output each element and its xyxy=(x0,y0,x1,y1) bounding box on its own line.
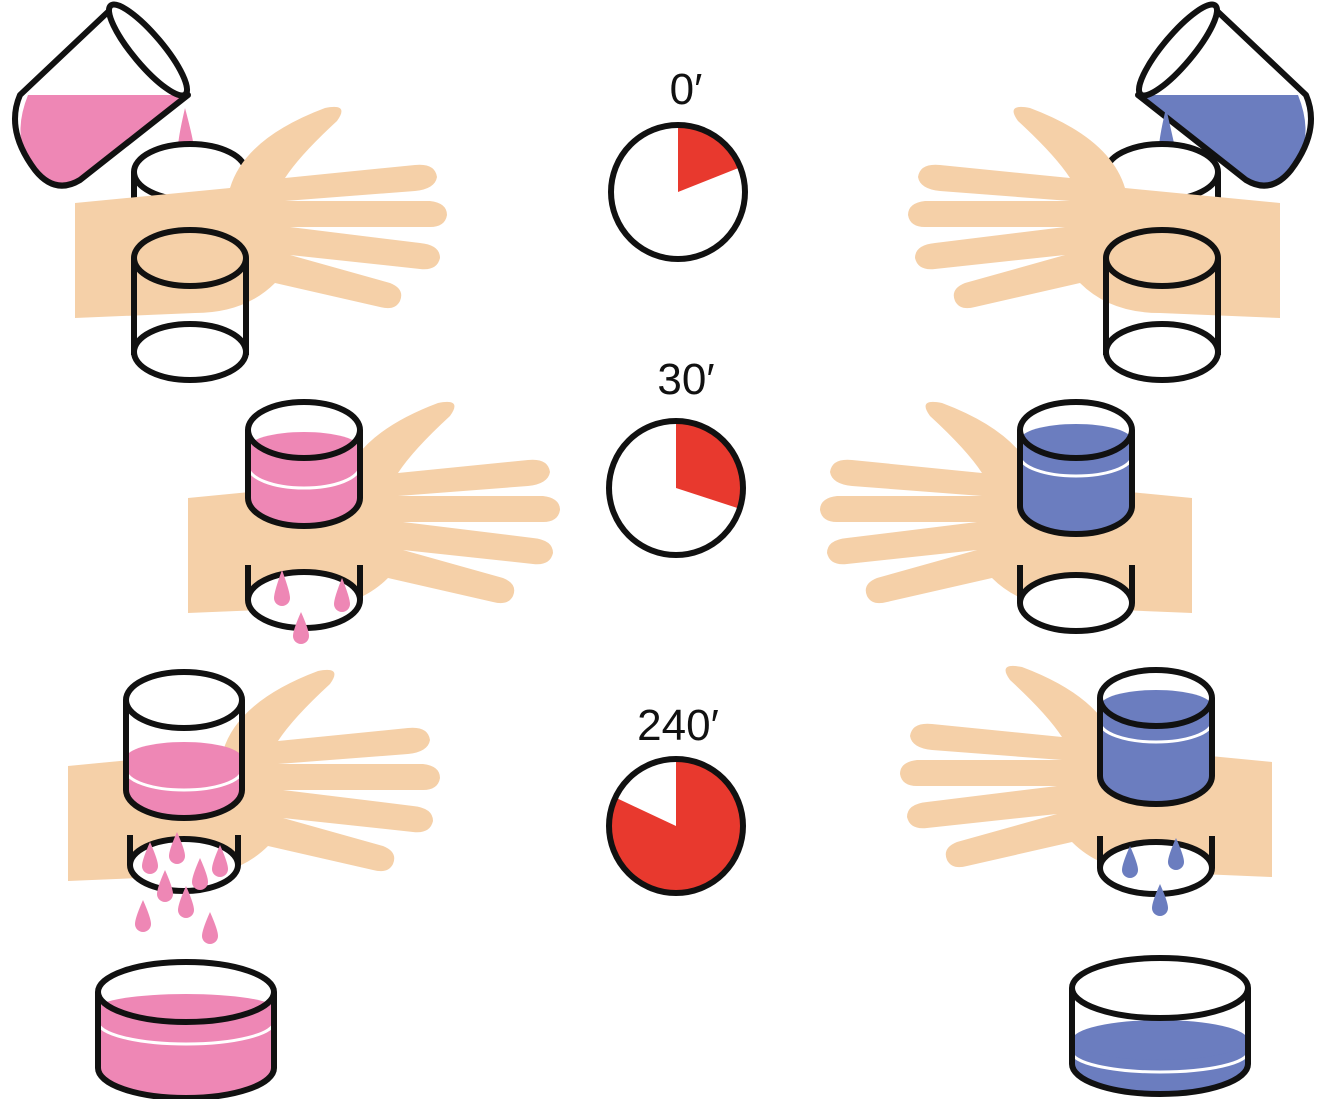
hand-icon xyxy=(900,665,1272,877)
hand-icon xyxy=(820,401,1192,613)
pink-cylinder-chamber-icon xyxy=(245,399,363,631)
droplet-icon xyxy=(192,858,208,890)
timer-label-0: 0′ xyxy=(670,65,703,114)
pink-cylinder-chamber-icon xyxy=(123,669,245,894)
blue-collection-dish-icon xyxy=(1069,955,1251,1097)
timer-icon-0 xyxy=(608,122,748,262)
timer-icon-30 xyxy=(606,418,746,558)
pink-droplets xyxy=(135,832,228,944)
pink-beaker-pouring-icon xyxy=(12,1,191,189)
droplet-icon xyxy=(293,612,309,644)
blue-cylinder-chamber-icon xyxy=(1017,399,1135,634)
droplet-icon xyxy=(169,832,185,864)
droplet-icon xyxy=(1168,838,1184,870)
pink-collection-dish-icon xyxy=(95,959,277,1099)
droplet-icon xyxy=(212,845,228,877)
timer-elapsed-30 xyxy=(676,421,743,509)
blue-beaker-pouring-icon xyxy=(1135,1,1314,189)
blue-droplets xyxy=(1122,838,1184,916)
hand-icon xyxy=(188,401,560,613)
droplet-icon xyxy=(178,886,194,918)
timer-label-30: 30′ xyxy=(657,355,714,404)
pink-droplets xyxy=(274,570,350,644)
timer-elapsed-0 xyxy=(678,125,741,192)
droplet-icon xyxy=(1122,846,1138,878)
droplet-icon xyxy=(157,870,173,902)
droplet-icon xyxy=(142,842,158,874)
droplet-icon xyxy=(135,900,151,932)
droplet-icon xyxy=(202,912,218,944)
droplet-icon xyxy=(334,578,350,612)
droplet-icon xyxy=(1152,884,1168,916)
timer-elapsed-240 xyxy=(609,759,744,893)
timer-icon-240 xyxy=(606,756,746,896)
droplet-icon xyxy=(274,570,290,606)
timer-label-240: 240′ xyxy=(637,701,719,750)
blue-cylinder-chamber-icon xyxy=(1097,667,1215,897)
